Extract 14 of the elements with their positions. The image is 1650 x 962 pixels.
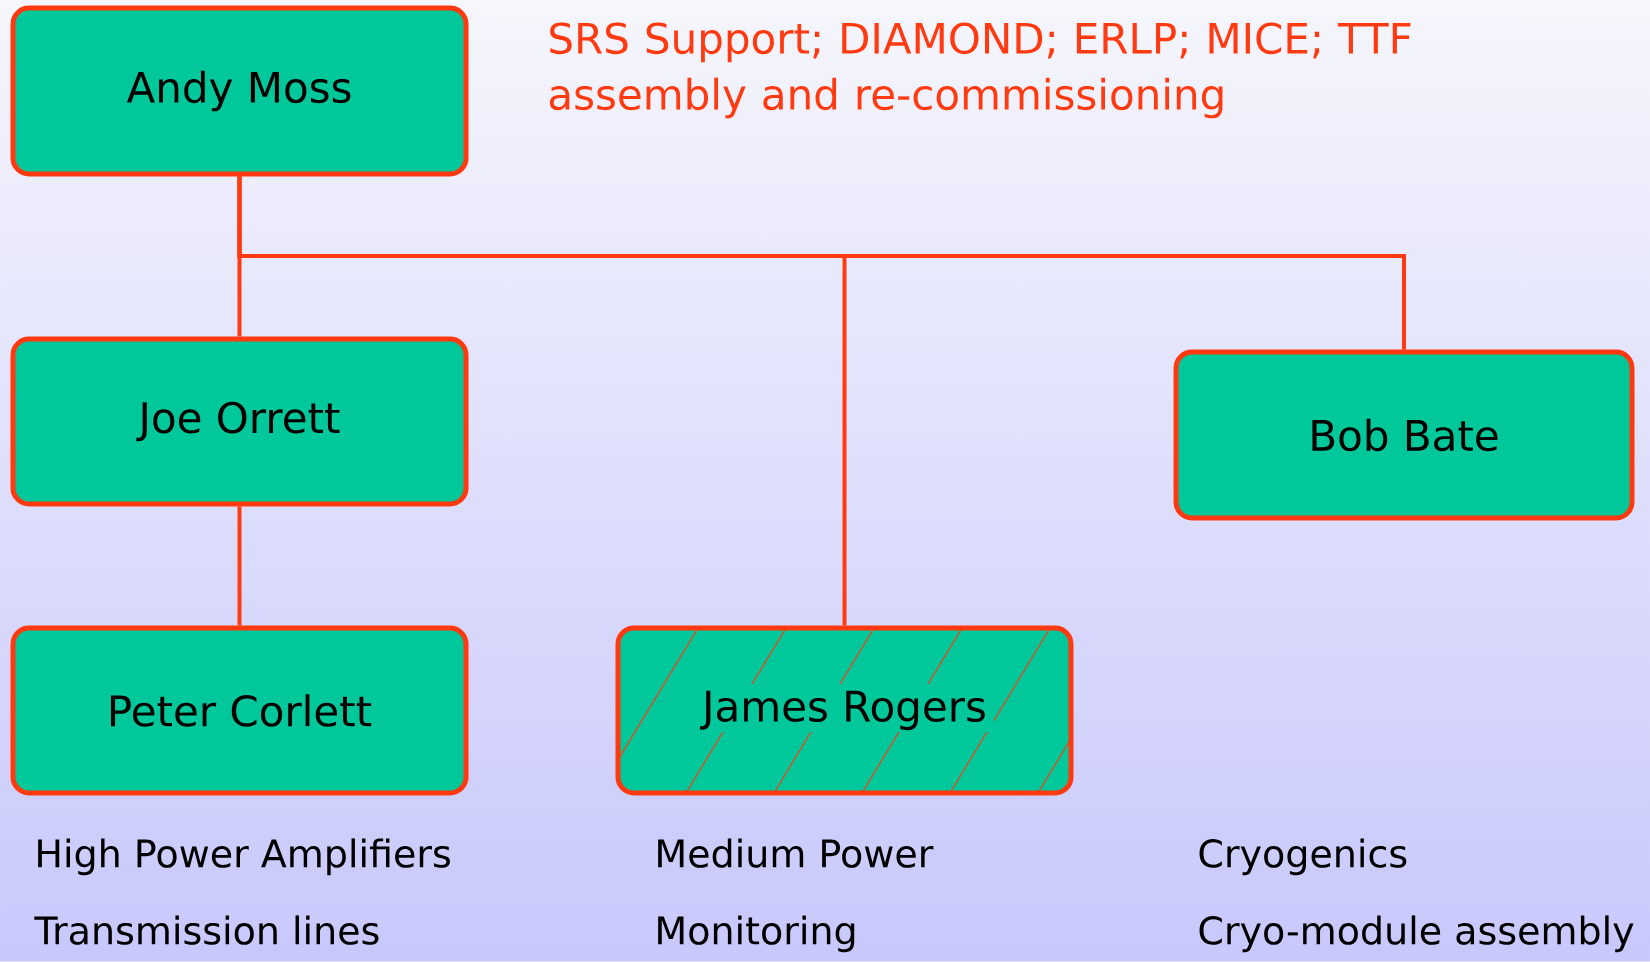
- duty-text: Transmission lines: [34, 915, 379, 945]
- person-box: Bob Bate: [1173, 349, 1635, 521]
- person-box: Joe Orrett: [10, 336, 469, 507]
- duty-text: High Power Amplifiers: [38, 838, 450, 876]
- duty-text: Cryogenics: [1199, 838, 1407, 876]
- note-text: SRS Support; DIAMOND; ERLP; MICE; TTF assembly and re-commissioning: [549, 22, 1411, 119]
- connector-line: [237, 176, 1406, 350]
- hatched-person-box: James Rogers: [615, 625, 1074, 796]
- duty-text: Medium Power: [658, 838, 934, 868]
- connector-line: [237, 506, 242, 626]
- person-box: Andy Moss: [10, 5, 469, 177]
- duty-text: Monitoring: [658, 915, 855, 953]
- duty-text: Cryo-module assembly: [1199, 915, 1634, 953]
- person-box: Peter Corlett: [10, 625, 469, 796]
